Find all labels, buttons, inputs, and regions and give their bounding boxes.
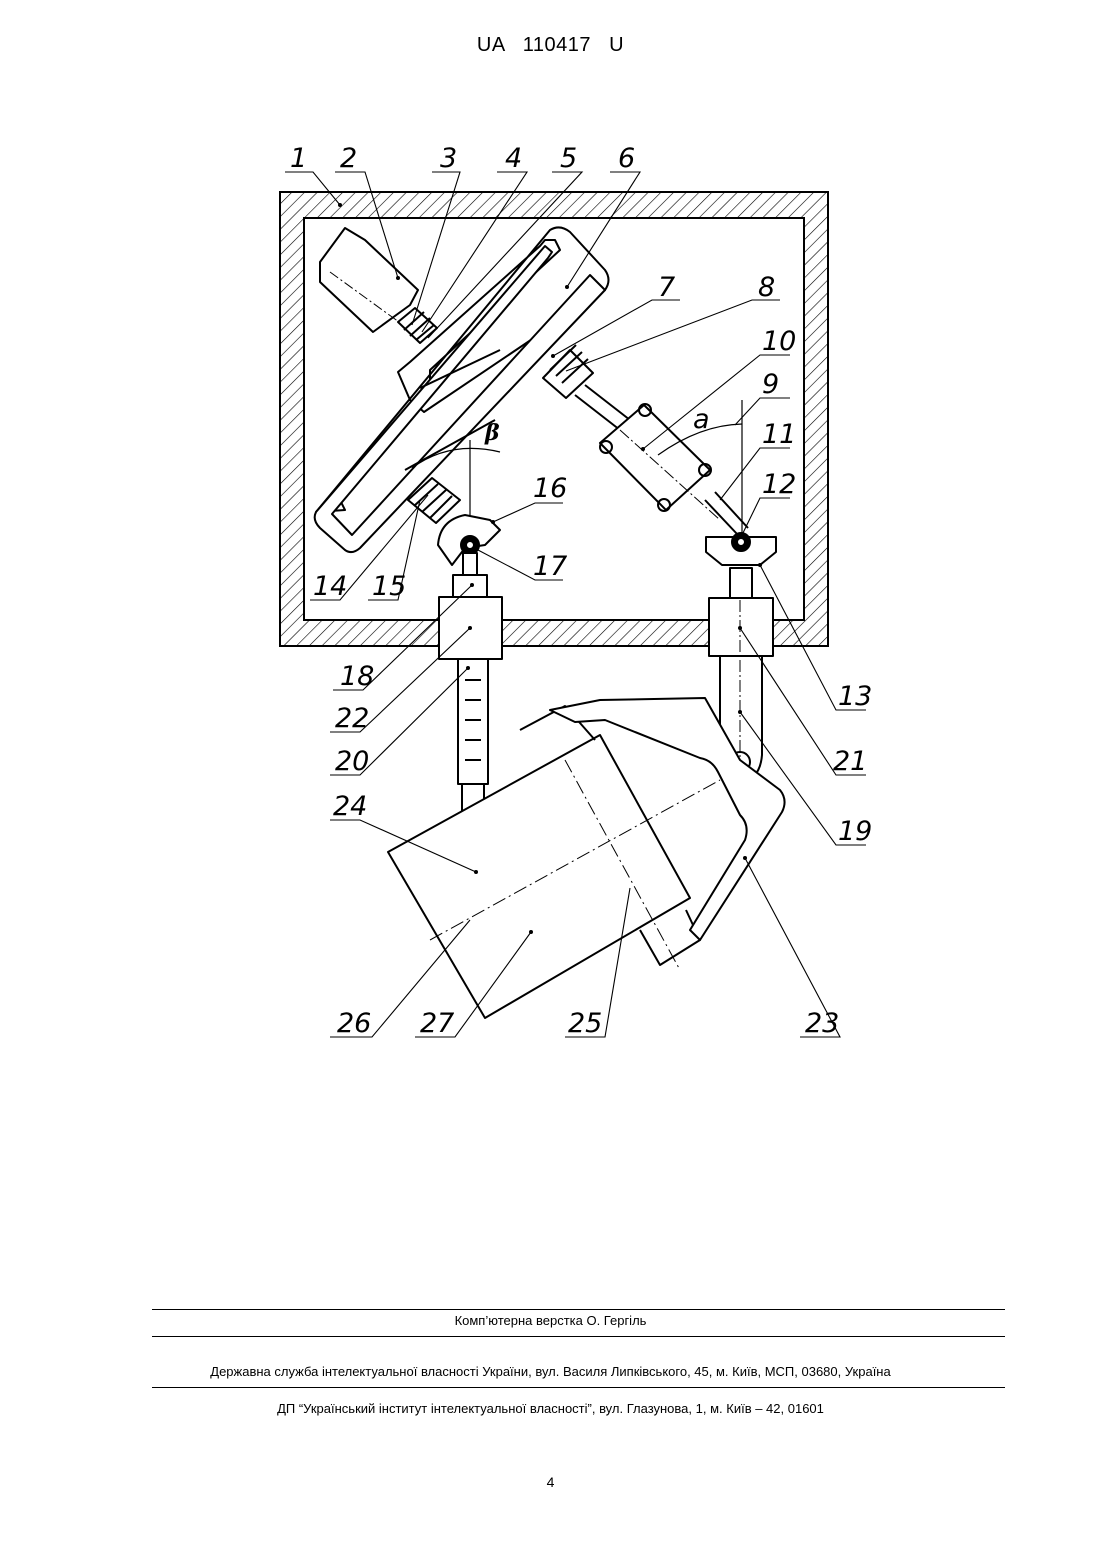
layout-credit: Комп’ютерна верстка О. Гергіль	[0, 1313, 1101, 1328]
label-2: 2	[340, 143, 357, 174]
label-16: 16	[533, 473, 567, 504]
angle-alpha-label: a	[693, 404, 710, 435]
label-4: 4	[505, 143, 522, 174]
technical-drawing: 1 2 3 4 5 6 7 8 10 9 11 12 16 17 14 15 1…	[0, 0, 1101, 1100]
label-21: 21	[833, 746, 867, 777]
label-7: 7	[658, 272, 675, 303]
label-10: 10	[762, 326, 796, 357]
label-3: 3	[440, 143, 457, 174]
ladle	[388, 706, 720, 1018]
label-5: 5	[560, 143, 577, 174]
label-22: 22	[335, 703, 369, 734]
footer-rule-middle	[152, 1336, 1005, 1337]
footer-rule-bottom	[152, 1387, 1005, 1388]
bearing-7-8	[543, 345, 593, 398]
label-18: 18	[340, 661, 374, 692]
agency-address: Державна служба інтелектуальної власност…	[0, 1364, 1101, 1379]
label-24: 24	[333, 791, 367, 822]
label-25: 25	[568, 1008, 602, 1039]
label-1: 1	[290, 143, 307, 174]
label-6: 6	[618, 143, 635, 174]
label-13: 13	[838, 681, 872, 712]
label-23: 23	[805, 1008, 839, 1039]
footer-rule-top	[152, 1309, 1005, 1310]
institute-address: ДП “Український інститут інтелектуальної…	[0, 1401, 1101, 1416]
angle-beta-label: β	[484, 420, 500, 446]
label-12: 12	[762, 469, 796, 500]
label-27: 27	[420, 1008, 454, 1039]
label-8: 8	[758, 272, 775, 303]
left-hinge	[438, 515, 500, 597]
label-20: 20	[335, 746, 369, 777]
label-9: 9	[762, 369, 779, 400]
label-11: 11	[762, 419, 796, 450]
label-19: 19	[838, 816, 872, 847]
coupling-upper	[398, 308, 437, 343]
right-hinge	[706, 533, 776, 598]
page-number: 4	[0, 1474, 1101, 1490]
label-26: 26	[337, 1008, 371, 1039]
label-17: 17	[533, 551, 567, 582]
